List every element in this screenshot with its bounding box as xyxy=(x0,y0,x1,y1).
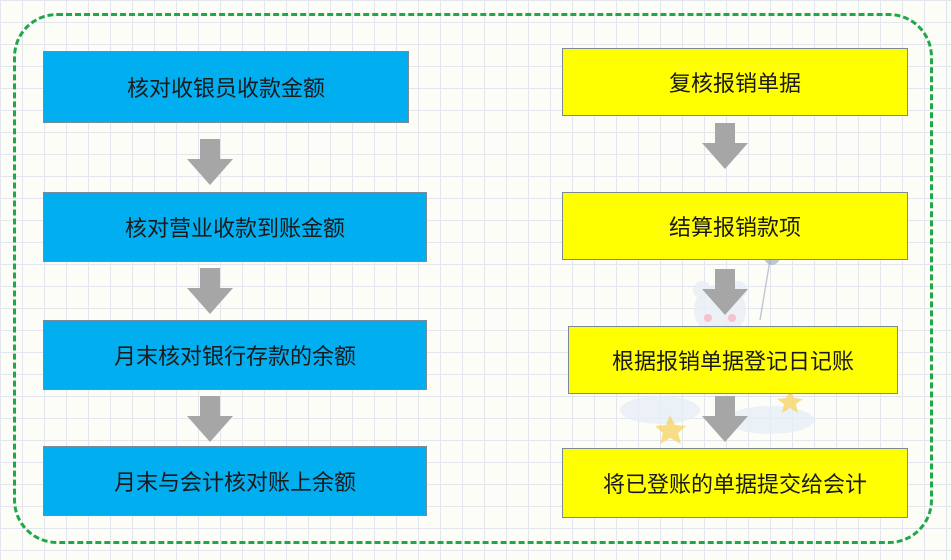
right-step-1-label: 复核报销单据 xyxy=(668,72,801,97)
right-step-2: 结算报销款项 xyxy=(562,192,908,260)
left-step-2-label: 核对营业收款到账金额 xyxy=(124,217,345,242)
right-step-3: 根据报销单据登记日记账 xyxy=(568,326,898,394)
left-step-1-label: 核对收银员收款金额 xyxy=(126,77,325,102)
left-step-4-label: 月末与会计核对账上余额 xyxy=(113,471,356,496)
down-arrow-icon xyxy=(702,269,748,315)
left-step-3: 月末核对银行存款的余额 xyxy=(43,320,427,390)
down-arrow-icon xyxy=(187,268,233,314)
right-step-4: 将已登账的单据提交给会计 xyxy=(562,448,908,518)
down-arrow-icon xyxy=(187,396,233,442)
left-step-3-label: 月末核对银行存款的余额 xyxy=(113,345,356,370)
left-step-1: 核对收银员收款金额 xyxy=(43,51,409,123)
left-step-4: 月末与会计核对账上余额 xyxy=(43,446,427,516)
down-arrow-icon xyxy=(187,139,233,185)
moon-bear-illustration xyxy=(620,243,814,444)
left-step-2: 核对营业收款到账金额 xyxy=(43,192,427,262)
background-illustration xyxy=(600,230,840,450)
down-arrow-icon xyxy=(702,123,748,169)
dashed-frame xyxy=(13,13,933,544)
down-arrow-icon xyxy=(702,396,748,442)
right-step-3-label: 根据报销单据登记日记账 xyxy=(611,350,854,375)
right-step-2-label: 结算报销款项 xyxy=(668,216,801,241)
right-step-1: 复核报销单据 xyxy=(562,48,908,116)
right-step-4-label: 将已登账的单据提交给会计 xyxy=(602,473,867,498)
